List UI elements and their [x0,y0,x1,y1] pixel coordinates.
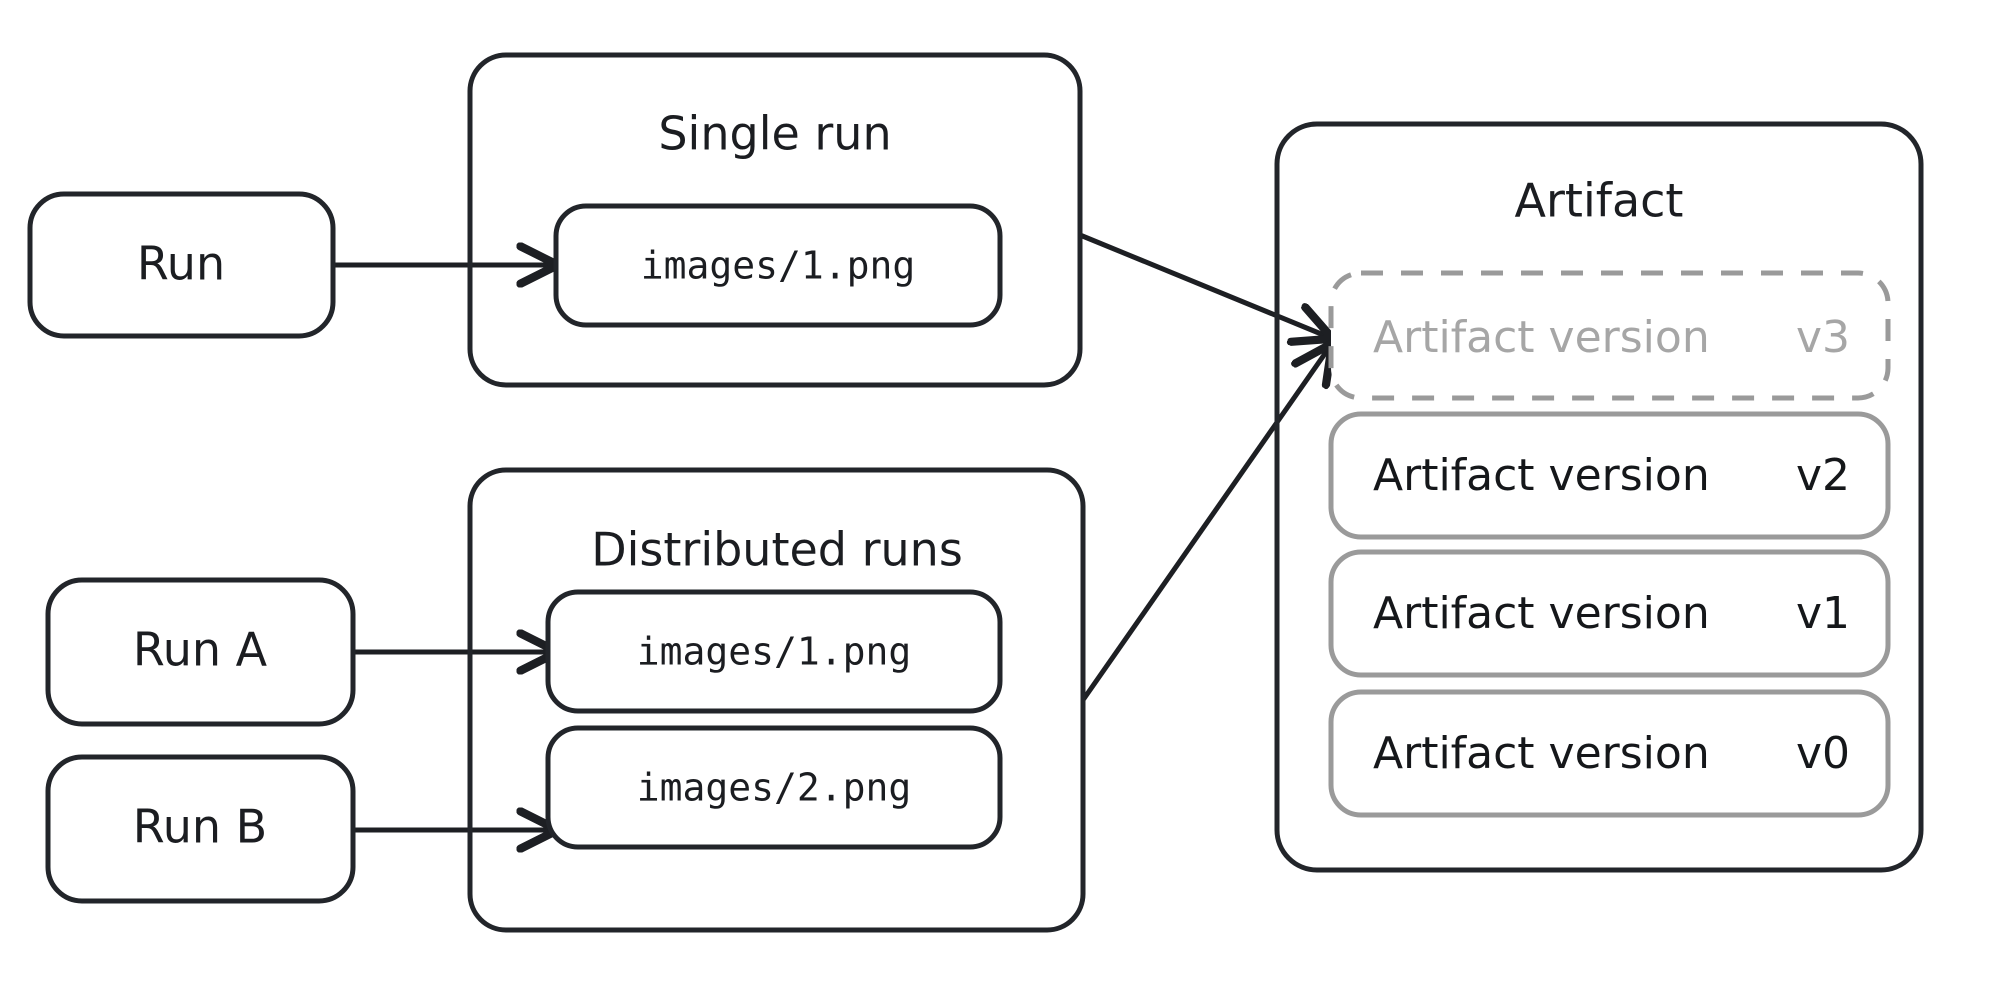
group-distributed-runs-box[interactable] [467,467,1086,933]
run-node-single-box[interactable] [27,191,336,339]
run-node-b[interactable]: Run B [45,754,356,904]
run-node-single[interactable]: Run [27,191,336,339]
artifact-version-row-v2-box[interactable] [1328,411,1891,540]
file-node-dist-2-box[interactable] [545,725,1003,850]
run-node-single-label: Run [137,237,225,291]
artifact-version-row-v3-box[interactable] [1328,270,1891,401]
artifact-version-row-v1-box[interactable] [1328,549,1891,678]
artifact-version-row-v1-label: Artifact version [1373,588,1710,639]
group-single-run-label: Single run [658,107,891,161]
file-node-dist-2-label: images/2.png [637,766,912,810]
file-node-dist-1-label: images/1.png [637,630,912,674]
artifact-version-row-v3-label: Artifact version [1373,312,1710,363]
run-node-a-box[interactable] [45,577,356,727]
run-node-a-label: Run A [133,623,268,677]
artifact-panel[interactable]: Artifact Artifact version v3 Artifact ve… [1274,121,1924,873]
artifact-version-row-v3[interactable]: Artifact version v3 [1328,270,1891,401]
edges-layer [333,232,1331,830]
run-node-b-box[interactable] [45,754,356,904]
artifact-version-row-v2[interactable]: Artifact version v2 [1328,411,1891,540]
artifact-version-row-v2-label: Artifact version [1373,450,1710,501]
artifact-version-row-v2-version: v2 [1796,450,1850,501]
file-node-dist-2[interactable]: images/2.png [545,725,1003,850]
artifact-version-row-v0-version: v0 [1796,728,1850,779]
file-node-single-1-box[interactable] [553,203,1003,328]
group-distributed-runs-label: Distributed runs [591,523,963,577]
artifact-version-row-v0[interactable]: Artifact version v0 [1328,689,1891,818]
edge-distributed-runs-to-v3 [1080,345,1331,702]
group-single-run[interactable]: Single run images/1.png [467,52,1083,388]
artifact-panel-title: Artifact [1515,174,1684,228]
artifact-version-row-v0-label: Artifact version [1373,728,1710,779]
file-node-dist-1[interactable]: images/1.png [545,589,1003,714]
group-distributed-runs[interactable]: Distributed runs images/1.png images/2.p… [467,467,1086,933]
run-node-a[interactable]: Run A [45,577,356,727]
file-node-dist-1-box[interactable] [545,589,1003,714]
artifact-version-row-v1-version: v1 [1796,588,1850,639]
artifact-version-row-v0-box[interactable] [1328,689,1891,818]
file-node-single-1-label: images/1.png [641,244,916,288]
group-single-run-box[interactable] [467,52,1083,388]
artifact-panel-box[interactable] [1274,121,1924,873]
artifact-version-row-v3-version: v3 [1796,312,1850,363]
file-node-single-1[interactable]: images/1.png [553,203,1003,328]
artifact-version-row-v1[interactable]: Artifact version v1 [1328,549,1891,678]
run-node-b-label: Run B [133,800,267,854]
edge-single-run-to-v3 [1079,232,1331,338]
